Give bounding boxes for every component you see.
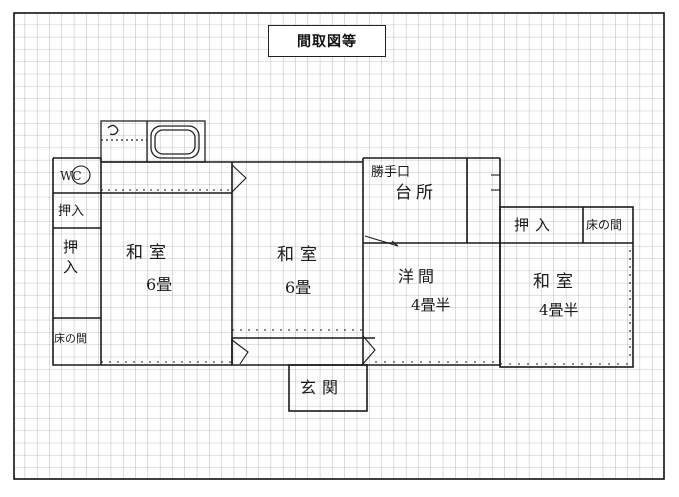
- washitsu-6-center-size: 6畳: [285, 278, 311, 297]
- washitsu-6-center-name: 和室: [277, 245, 323, 265]
- grid-paper: [14, 13, 664, 479]
- title-box: 間取図等: [268, 25, 386, 57]
- wc-circle: [71, 165, 91, 185]
- washitsu-4-right-name: 和室: [533, 272, 579, 292]
- yoshitsu-name: 洋間: [398, 267, 438, 286]
- washitsu-4-right-size: 4畳半: [539, 301, 579, 319]
- page-title: 間取図等: [297, 34, 357, 50]
- oshiire-left-label-2: 入: [63, 258, 78, 276]
- kitchen-name: 台所: [395, 183, 437, 203]
- walls: [52, 157, 634, 412]
- oshiire-left-label-1: 押: [63, 238, 78, 256]
- yoshitsu-size: 4畳半: [411, 296, 451, 314]
- sheet-border: [13, 12, 665, 480]
- openings: [101, 164, 633, 365]
- tokonoma-right-label: 床の間: [586, 218, 622, 232]
- washitsu-6-left-name: 和室: [126, 243, 172, 263]
- sink-icon: [107, 124, 119, 136]
- bathtub-icon: [150, 125, 200, 159]
- entrance-label: 玄関: [300, 378, 344, 397]
- oshiire-right-label: 押入: [514, 216, 556, 234]
- wc-label: WC: [60, 169, 82, 183]
- kitchen-note: 勝手口: [371, 165, 410, 180]
- oshiire-top-left-label: 押入: [58, 204, 84, 219]
- washitsu-6-left-size: 6畳: [146, 275, 172, 294]
- tokonoma-left-label: 床の間: [54, 331, 87, 345]
